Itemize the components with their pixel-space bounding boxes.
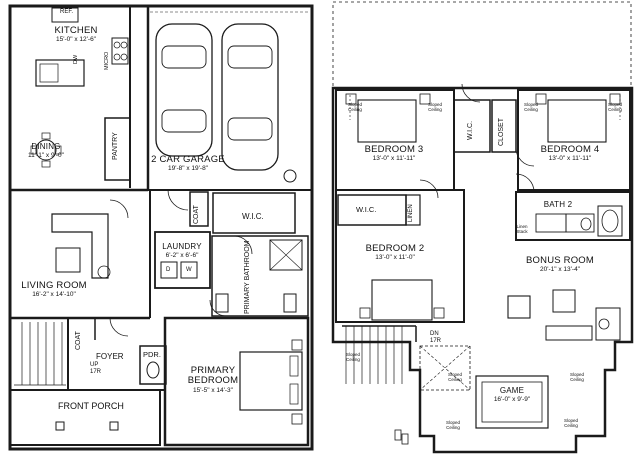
dryer-label: D bbox=[166, 267, 171, 273]
room-name: BEDROOM 2 bbox=[365, 243, 425, 254]
room-label-bedroom3: BEDROOM 3 13'-0" x 11'-11" bbox=[365, 145, 424, 163]
pantry-label: PANTRY bbox=[112, 132, 119, 160]
sloped-ceiling-note: Sloped Ceiling bbox=[345, 352, 360, 362]
primary-bathroom-label: PRIMARY BATHROOM bbox=[244, 240, 251, 314]
room-label-primary-bedroom: PRIMARY BEDROOM 15'-5" x 14'-3" bbox=[188, 366, 239, 396]
sloped-ceiling-note: Sloped Ceiling bbox=[347, 102, 362, 112]
dn-risers-label: 17R bbox=[430, 338, 442, 344]
front-porch-label: FRONT PORCH bbox=[58, 401, 124, 411]
room-label-kitchen: KITCHEN 15'-0" x 12'-6" bbox=[54, 26, 97, 44]
foyer-label: FOYER bbox=[96, 352, 124, 361]
room-label-garage: 2 CAR GARAGE 19'-8" x 19'-8" bbox=[151, 155, 225, 173]
dw-label: DW bbox=[73, 54, 79, 64]
room-dimensions: 11'-1" x 9'-0" bbox=[28, 152, 64, 159]
room-label-game: GAME 16'-0" x 9'-9" bbox=[494, 386, 530, 404]
room-dimensions: 20'-1" x 13'-4" bbox=[540, 266, 580, 273]
room-name-line2: BEDROOM bbox=[187, 375, 239, 386]
room-name: DINING bbox=[31, 142, 61, 151]
room-name: LIVING ROOM bbox=[21, 280, 87, 291]
room-dimensions: 16'-0" x 9'-9" bbox=[493, 396, 531, 403]
room-name: BONUS ROOM bbox=[526, 255, 594, 266]
up-risers-label: 17R bbox=[90, 369, 102, 375]
room-name: LAUNDRY bbox=[162, 242, 202, 251]
ref-label: REF. bbox=[60, 9, 74, 15]
dn-label: DN bbox=[430, 331, 439, 337]
sloped-ceiling-note: Sloped Ceiling bbox=[563, 418, 578, 428]
room-dimensions: 15'-5" x 14'-3" bbox=[193, 387, 233, 394]
room-dimensions: 6'-2" x 6'-6" bbox=[165, 252, 199, 259]
washer-label: W bbox=[186, 267, 192, 273]
coat-garage-label: COAT bbox=[193, 205, 200, 224]
room-name-line1: PRIMARY bbox=[190, 365, 236, 376]
room-name: BEDROOM 4 bbox=[540, 144, 600, 155]
sloped-ceiling-note: Sloped Ceiling bbox=[607, 102, 622, 112]
room-dimensions: 19'-8" x 19'-8" bbox=[168, 165, 208, 172]
room-label-laundry: LAUNDRY 6'-2" x 6'-6" bbox=[162, 242, 202, 260]
linen-stack-label: Linen Stack bbox=[516, 224, 528, 234]
room-label-bedroom2: BEDROOM 2 13'-0" x 11'-0" bbox=[366, 244, 425, 262]
linen-label: LINEN bbox=[408, 204, 414, 222]
room-label-dining: DINING 11'-1" x 9'-0" bbox=[28, 142, 64, 160]
room-label-living: LIVING ROOM 16'-2" x 14'-10" bbox=[21, 281, 87, 299]
room-name: 2 CAR GARAGE bbox=[151, 154, 225, 165]
room-label-bath2: BATH 2 bbox=[544, 200, 573, 209]
room-name: BEDROOM 3 bbox=[364, 144, 424, 155]
room-dimensions: 16'-2" x 14'-10" bbox=[32, 291, 76, 298]
closet-label: CLOSET bbox=[498, 117, 505, 146]
room-dimensions: 13'-0" x 11'-11" bbox=[548, 155, 592, 162]
room-dimensions: 13'-0" x 11'-0" bbox=[375, 254, 415, 261]
micro-label: MICRO bbox=[104, 51, 110, 70]
room-label-bonus: BONUS ROOM 20'-1" x 13'-4" bbox=[526, 256, 594, 274]
wic-b2-label: W.I.C. bbox=[356, 205, 377, 214]
room-label-bedroom4: BEDROOM 4 13'-0" x 11'-11" bbox=[541, 145, 600, 163]
wic-label: W.I.C. bbox=[242, 212, 264, 221]
sloped-ceiling-note: Sloped Ceiling bbox=[523, 102, 538, 112]
coat-foyer-label: COAT bbox=[75, 331, 82, 350]
sloped-ceiling-note: Sloped Ceiling bbox=[445, 420, 460, 430]
room-dimensions: 13'-0" x 11'-11" bbox=[372, 155, 416, 162]
room-name: KITCHEN bbox=[54, 25, 98, 36]
up-label: UP bbox=[90, 362, 99, 368]
room-dimensions: 15'-0" x 12'-6" bbox=[56, 36, 96, 43]
sloped-ceiling-note: Sloped Ceiling bbox=[569, 372, 584, 382]
room-name: GAME bbox=[499, 386, 525, 395]
sloped-ceiling-note: Sloped Ceiling bbox=[427, 102, 442, 112]
sloped-ceiling-note: Sloped Ceiling bbox=[447, 372, 462, 382]
room-name: BATH 2 bbox=[543, 200, 573, 209]
wic-top-label: W.I.C. bbox=[467, 120, 474, 140]
first-floor-walls bbox=[8, 4, 314, 451]
second-floor-walls bbox=[331, 1, 634, 454]
pdr-label: PDR. bbox=[143, 350, 161, 359]
